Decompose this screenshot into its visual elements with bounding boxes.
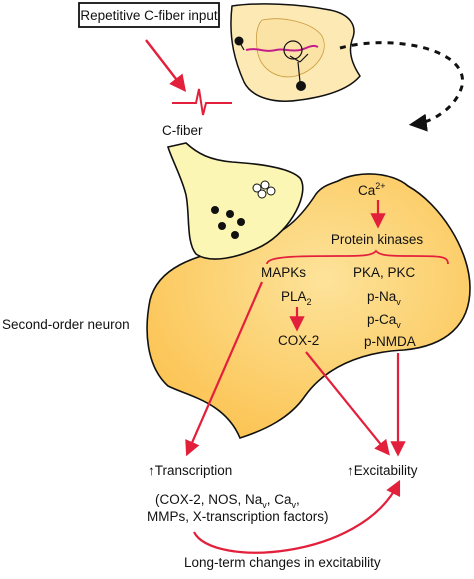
long-term-feedback-arrow xyxy=(193,479,401,554)
second-order-cell-body xyxy=(296,81,306,91)
pla2-label: PLA2 xyxy=(281,289,312,307)
c-fiber-label: C-fiber xyxy=(162,123,203,138)
kinase-branch-brace xyxy=(266,249,449,265)
dense-vesicles xyxy=(211,206,245,239)
spinal-cord-inset xyxy=(230,3,361,102)
p-ca-label: p-Cav xyxy=(367,312,401,330)
docked-vesicles xyxy=(252,180,276,199)
mapks-to-transcription-arrow xyxy=(185,281,264,457)
long-term-changes-label: Long-term changes in excitability xyxy=(184,555,381,570)
excitability-label: ↑Excitability xyxy=(347,463,418,478)
cox2-label: COX-2 xyxy=(278,333,319,348)
input-arrow xyxy=(145,39,187,92)
transcription-label: ↑Transcription xyxy=(148,463,232,478)
dorsal-horn-region xyxy=(255,18,325,78)
zoom-dashed-arrow xyxy=(339,41,464,132)
presynaptic-terminal xyxy=(166,142,304,260)
transcription-targets-line1: (COX-2, NOS, Nav, Cav, xyxy=(155,492,300,510)
p-nmda-label: p-NMDA xyxy=(364,334,416,349)
cox2-to-excitability-arrow xyxy=(305,351,390,456)
second-order-neuron-label: Second-order neuron xyxy=(2,317,130,332)
second-order-dendrites xyxy=(289,53,309,83)
c-fiber-trace xyxy=(245,44,319,52)
transcription-targets-line2: MMPs, X-transcription factors) xyxy=(147,509,329,524)
input-label: Repetitive C-fiber input xyxy=(80,8,218,23)
synapse-highlight-ring xyxy=(283,40,303,60)
afferent-stem xyxy=(238,40,245,51)
p-na-label: p-Nav xyxy=(367,289,401,307)
protein-kinases-label: Protein kinases xyxy=(331,232,424,247)
action-potential-icon xyxy=(172,88,232,116)
input-label-box: Repetitive C-fiber input xyxy=(78,2,220,28)
pka-pkc-label: PKA, PKC xyxy=(353,265,416,280)
calcium-label: Ca2+ xyxy=(358,181,386,198)
mapks-label: MAPKs xyxy=(261,265,306,280)
